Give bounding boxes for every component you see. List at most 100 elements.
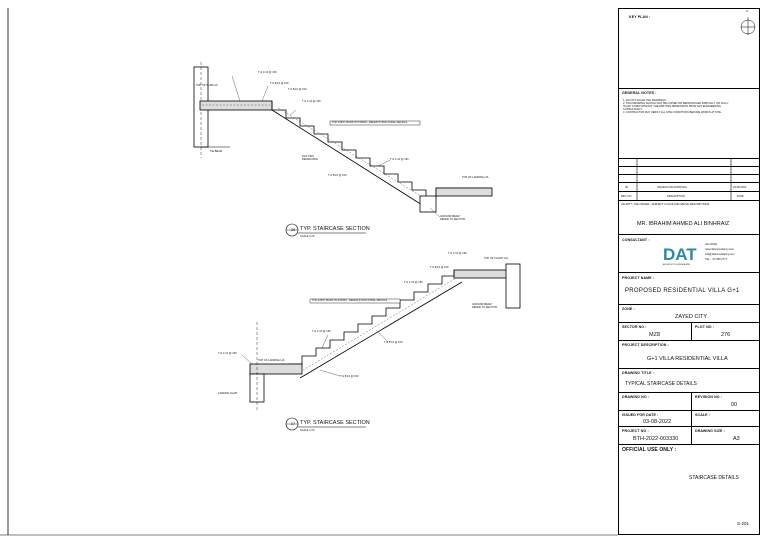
label-tc-2c: T & C 10 @ 150 <box>312 330 331 333</box>
zone-label: ZONE : <box>622 307 635 311</box>
label-tc-2b: T & C 10 @ 150 <box>404 281 423 284</box>
description-box: PROJECT DESCRIPTION : G+1 VILLA RESIDENT… <box>619 341 759 369</box>
project-name-box: PROJECT NAME : PROPOSED RESIDENTIAL VILL… <box>619 273 759 305</box>
client-box: VALIDITY: THE OWNER - SUBJECT LOGOS AND … <box>619 201 759 235</box>
revision-grid-lines <box>636 159 732 201</box>
project-label: PROJECT NAME : <box>622 276 655 280</box>
drawing-title-box: DRAWING TITLE : TYPICAL STAIRCASE DETAIL… <box>619 369 759 393</box>
revision-description: ISSUED FOR APPROVAL <box>657 186 688 189</box>
sheet-number: S-201 <box>737 521 750 526</box>
label-landing-slab-2: LANDING SLAB <box>218 392 237 395</box>
section-1-title: TYP. STAIRCASE SECTION <box>300 226 370 232</box>
drawing-size-label: DRAWING SIZE : <box>695 429 725 433</box>
sheet-title: STAIRCASE DETAILS <box>689 475 739 481</box>
title-block: KEY PLAN : N GENERAL NOTES : 1. DO NOT S… <box>618 8 760 535</box>
drawing-title-value: TYPICAL STAIRCASE DETAILS <box>625 381 697 387</box>
validity-label: VALIDITY: THE OWNER - SUBJECT LOGOS AND … <box>621 203 710 206</box>
key-plan-label: KEY PLAN : <box>629 15 651 19</box>
key-plan-box: KEY PLAN : N <box>619 9 759 89</box>
section-1-number: 26 <box>290 227 296 232</box>
project-no-divider <box>691 427 692 445</box>
description-value: G+1 VILLA RESIDENTIAL VILLA <box>647 356 728 362</box>
general-notes-box: GENERAL NOTES : 1. DO NOT SCALE THE DRAW… <box>619 89 759 159</box>
issued-date-box: ISSUED FOR DATE : 03-08-2022 SCALE : <box>619 411 759 427</box>
project-no-box: PROJECT NO : BTH-2022-003330 DRAWING SIZ… <box>619 427 759 445</box>
staircase-sections-svg <box>0 8 618 536</box>
project-no-value: BTH-2022-003330 <box>633 436 679 442</box>
label-tc-1b: T & C 10 @ 150 <box>302 100 321 103</box>
drawing-size-value: A3 <box>733 436 740 442</box>
label-tb-2a: T & B 10 @ 150 <box>430 266 449 269</box>
revision-row: 00 ISSUED FOR APPROVAL 03-08-2022 <box>619 183 759 192</box>
label-top-landing-2: TOP OF LANDING LVL <box>258 359 285 362</box>
official-use-box: OFFICIAL USE ONLY : STAIRCASE DETAILS S-… <box>619 445 759 534</box>
drawing-no-label: DRAWING NO : <box>622 395 650 399</box>
label-tc-1c: T & C 10 @ 150 <box>390 158 409 161</box>
staircase-section-1 <box>193 62 493 218</box>
project-name: PROPOSED RESIDENTIAL VILLA G+1 <box>625 288 740 294</box>
consultant-logo: DAT <box>663 245 697 264</box>
rev-empty-3 <box>619 175 759 183</box>
consultant-tel: TEL. : 02 666 2777 <box>705 258 728 261</box>
drawing-no-divider <box>691 393 692 411</box>
general-note-3: IN ANY FORM WITHOUT THE WRITTEN PERMISSI… <box>623 105 721 108</box>
rev-header-date: DATE <box>737 195 744 198</box>
label-tb-1a: T & B 10 @ 150 <box>270 82 289 85</box>
label-top-landing-1: TOP OF LANDING LVL <box>462 176 489 179</box>
general-note-1: 1. DO NOT SCALE THE DRAWINGS. <box>623 99 667 102</box>
label-bar-note-2: TOP & BOT BARS IN STAIRS - REFER STRUCTU… <box>312 299 388 302</box>
revision-no-label: REVISION NO : <box>695 395 723 399</box>
label-ground-2: GROUND BEAM REFER TO SECTION <box>472 303 498 310</box>
general-note-4: CONSULTANCY. <box>623 108 643 111</box>
zone-box: ZONE : ZAYED CITY <box>619 305 759 323</box>
section-2-number: 27 <box>290 421 296 426</box>
drawing-title-label: DRAWING TITLE : <box>622 371 655 375</box>
scale-label: SCALE : <box>695 413 711 417</box>
zone-value: ZAYED CITY <box>675 314 707 320</box>
consultant-city: Abu Dhabi <box>705 243 718 246</box>
project-no-label: PROJECT NO : <box>622 429 649 433</box>
staircase-section-2 <box>241 263 521 410</box>
label-tb-1c: T & B 10 @ 150 <box>328 174 347 177</box>
sector-label: SECTOR NO : <box>622 325 647 329</box>
general-note-2: 2. THIS DRAWING SHOULD NOT BE COPIED OR … <box>623 102 729 105</box>
label-tie-1: TIE BEAM <box>210 150 223 153</box>
official-use-label: OFFICIAL USE ONLY : <box>622 447 677 453</box>
plot-value: 276 <box>721 332 731 338</box>
label-tc-1: T & C 10 @ 150 <box>258 71 277 74</box>
rev-header-no: REV. NO. <box>621 195 633 198</box>
client-name: MR. IBRAHIM AHMED ALI BINHRAIZ <box>637 221 730 227</box>
consultant-web: www.datconsultancy.com <box>705 248 734 251</box>
revision-date: 03-08-2022 <box>733 186 747 189</box>
label-bar-note-1: TOP & BOT BARS IN STAIRS - REFER STRUCTU… <box>332 121 408 124</box>
drawing-no-box: DRAWING NO : REVISION NO : 00 <box>619 393 759 411</box>
issued-date-label: ISSUED FOR DATE : <box>622 413 659 417</box>
section-2-title: TYP. STAIRCASE SECTION <box>300 420 370 426</box>
description-label: PROJECT DESCRIPTION : <box>622 343 669 347</box>
sector-divider <box>691 323 692 341</box>
rev-empty-1 <box>619 159 759 167</box>
revision-no-value: 00 <box>731 402 738 408</box>
section-2-scale: SCALE 1:20 <box>300 429 315 432</box>
revision-header: REV. NO. DESCRIPTION DATE <box>619 192 759 201</box>
label-tb-1b: T & B 10 @ 150 <box>288 88 307 91</box>
sector-value: MZ8 <box>649 332 660 338</box>
label-tie-beam-1: DAS TIES REFER DWG <box>302 155 318 162</box>
section-1-title-marker <box>285 223 366 237</box>
label-tb-2b: T & B 10 @ 150 <box>384 341 403 344</box>
label-top-slab-1: TOP OF SLAB LVL <box>196 84 219 87</box>
rev-header-description: DESCRIPTION <box>667 195 685 198</box>
consultant-box: CONSULTANT : DAT ARCHITECTS & ENGINEERS … <box>619 235 759 273</box>
label-tc-2a: T & C 10 @ 150 <box>448 252 467 255</box>
issued-date-divider <box>691 411 692 427</box>
drawing-area: T & C 10 @ 150 TOP OF SLAB LVL T & B 10 … <box>0 8 618 536</box>
section-1-scale: SCALE 1:20 <box>300 235 315 238</box>
label-top-flight-2: TOP OF FLIGHT LVL <box>484 257 509 260</box>
section-2-title-marker <box>285 417 366 431</box>
north-label: N <box>746 10 748 13</box>
general-note-5: 3. CONTRACTOR MAY VERIFY ALL SITE CONDIT… <box>623 111 722 114</box>
label-tb-2c: T & B 10 @ 150 <box>340 375 359 378</box>
rev-empty-2 <box>619 167 759 175</box>
north-arrow-icon <box>740 17 756 35</box>
